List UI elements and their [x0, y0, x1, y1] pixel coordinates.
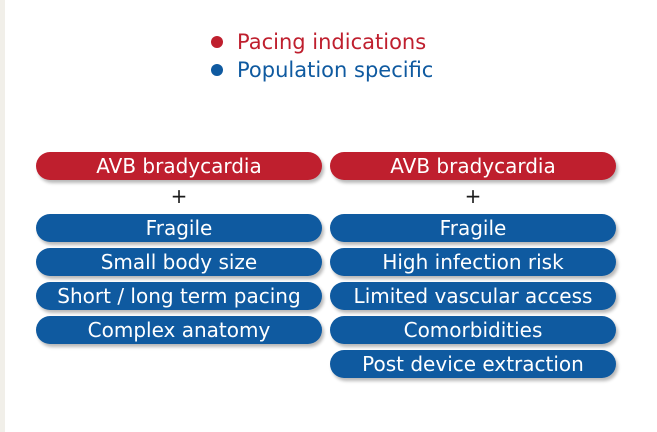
population-pill: Fragile: [36, 214, 322, 242]
population-pill: Small body size: [36, 248, 322, 276]
legend-item-pacing-indications: Pacing indications: [211, 28, 433, 56]
population-pill: Short / long term pacing: [36, 282, 322, 310]
blue-dot-icon: [211, 64, 223, 76]
population-pill: Fragile: [330, 214, 616, 242]
plus-sign: +: [170, 184, 188, 208]
legend-label: Pacing indications: [237, 30, 427, 54]
population-pill: Comorbidities: [330, 316, 616, 344]
red-dot-icon: [211, 36, 223, 48]
left-column: AVB bradycardia + Fragile Small body siz…: [36, 152, 322, 350]
population-pill: High infection risk: [330, 248, 616, 276]
plus-sign: +: [464, 184, 482, 208]
legend-item-population-specific: Population specific: [211, 56, 433, 84]
legend-label: Population specific: [237, 58, 434, 82]
left-border-strip: [0, 0, 5, 432]
population-pill: Complex anatomy: [36, 316, 322, 344]
pacing-indication-pill: AVB bradycardia: [330, 152, 616, 180]
right-column: AVB bradycardia + Fragile High infection…: [330, 152, 616, 384]
population-pill: Post device extraction: [330, 350, 616, 378]
pacing-indication-pill: AVB bradycardia: [36, 152, 322, 180]
legend: Pacing indications Population specific: [211, 28, 433, 84]
population-pill: Limited vascular access: [330, 282, 616, 310]
